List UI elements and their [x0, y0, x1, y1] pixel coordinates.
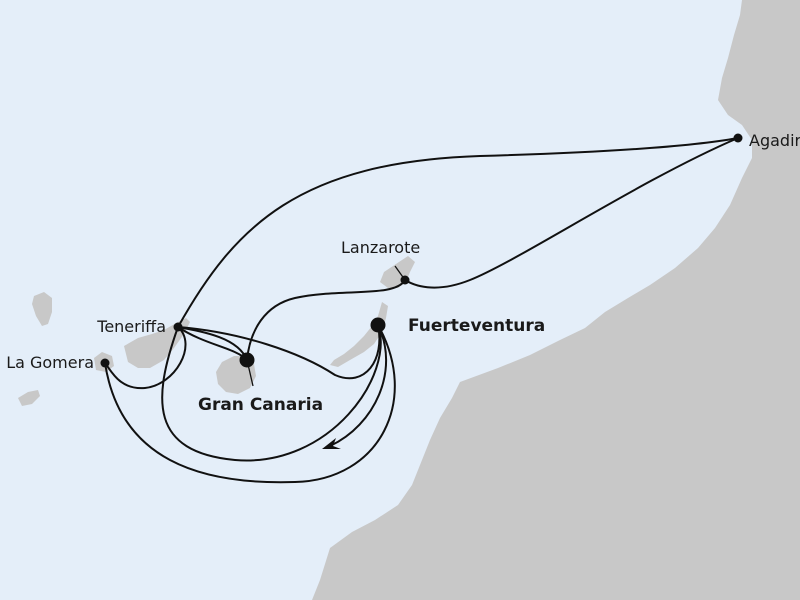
port-label-lanzarote: Lanzarote	[341, 238, 420, 257]
port-markers	[100, 133, 743, 368]
port-label-fuerteventura: Fuerteventura	[408, 316, 545, 336]
route-la-gomera-fuerteventura	[104, 324, 396, 484]
port-label-teneriffa: Teneriffa	[96, 317, 166, 336]
port-label-la-gomera: La Gomera	[6, 353, 94, 372]
route-lanzarote-gran-canaria	[246, 279, 406, 361]
african-mainland	[312, 0, 800, 600]
route-fuerteventura-arrow-leg	[329, 324, 388, 447]
route-direction-arrow-icon	[322, 438, 341, 449]
route-agadir-lanzarote	[404, 137, 739, 289]
island-teneriffa	[124, 318, 190, 368]
port-marker-gran-canaria	[239, 352, 255, 368]
port-marker-teneriffa	[173, 322, 183, 332]
route-fuerteventura-loop	[161, 324, 382, 462]
port-marker-agadir	[733, 133, 743, 143]
island-el-hierro	[18, 390, 40, 406]
port-marker-fuerteventura	[370, 317, 386, 333]
island-fuerteventura	[330, 302, 388, 367]
route-teneriffa-la-gomera	[104, 326, 187, 390]
route-teneriffa-agadir	[177, 137, 739, 328]
port-label-agadir: Agadir	[749, 131, 800, 150]
island-la-palma	[32, 292, 52, 326]
port-marker-lanzarote	[400, 275, 410, 285]
port-label-gran-canaria: Gran Canaria	[198, 395, 323, 415]
port-marker-la-gomera	[100, 358, 110, 368]
route-teneriffa-fuerteventura	[177, 324, 381, 380]
